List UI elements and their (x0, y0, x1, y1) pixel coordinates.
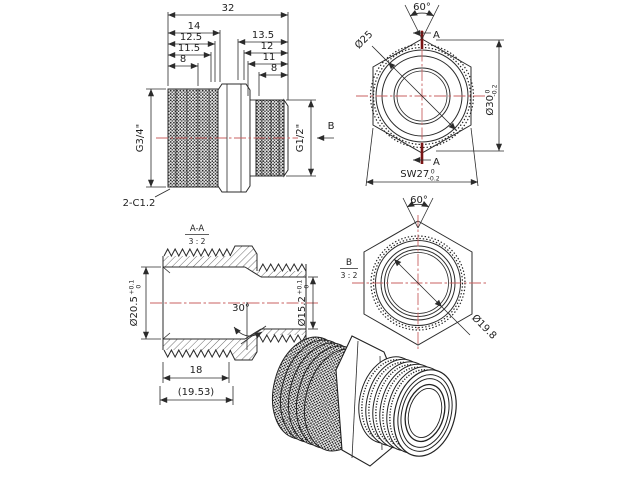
dim-dia25: Ø25 (352, 28, 375, 51)
iso-bore (393, 369, 457, 457)
iso-view (272, 335, 457, 467)
dim-60-a: 60° (413, 2, 431, 13)
dim-dia30: Ø300-0.2 (484, 84, 499, 115)
dim-12-5: 12.5 (180, 32, 202, 43)
section-letter-bottom: A (433, 157, 440, 168)
viewB-label: B (346, 258, 352, 268)
section-scale: 3 : 2 (189, 237, 206, 246)
section-title: A-A (190, 224, 205, 234)
dim-12: 12 (261, 41, 274, 52)
section-view: A-A 3 : 2 Ø20.5+0.10 Ø15.2+0.1 (128, 224, 318, 405)
viewB-outline (363, 220, 473, 346)
label-g12: G1/2" (295, 124, 306, 152)
section-top-wall (163, 246, 306, 277)
label-view-b: B (328, 121, 335, 132)
dim-dia19-8: Ø19.8 (469, 312, 499, 342)
dim-19-53: (19.53) (178, 387, 215, 398)
dim-60-b: 60° (410, 195, 428, 206)
dim-8-right: 8 (271, 63, 277, 74)
dim-8-left: 8 (180, 54, 186, 65)
dim-18: 18 (190, 365, 203, 376)
section-letter-top: A (433, 30, 440, 41)
dim-14: 14 (188, 21, 201, 32)
dim-11-5: 11.5 (178, 43, 200, 54)
front-hex (217, 83, 251, 193)
dim-30deg: 30° (232, 303, 250, 314)
label-chamfer: 2-C1.2 (123, 198, 156, 209)
dim-dia20-5: Ø20.5+0.10 (128, 280, 143, 327)
dim-13-5: 13.5 (252, 30, 274, 41)
viewB-scale: 3 : 2 (341, 271, 358, 280)
label-g34: G3/4" (135, 124, 146, 152)
front-view: 32 14 12.5 11.5 8 13.5 12 11 8 G3/4" G1/… (123, 3, 335, 209)
view-b: 60° Ø19.8 B 3 : 2 (340, 195, 499, 351)
dim-11: 11 (263, 52, 276, 63)
dim-32: 32 (222, 3, 235, 14)
dim-dia15-2: Ø15.2+0.10 (296, 280, 311, 327)
section-bottom-wall (163, 329, 306, 360)
